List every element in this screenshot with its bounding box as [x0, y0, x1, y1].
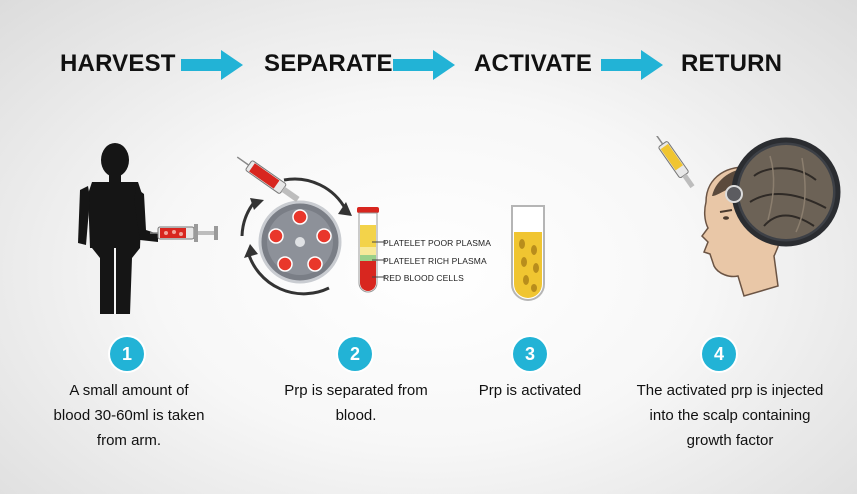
- step-caption: The activated prp is injected into the s…: [636, 382, 824, 449]
- arrow-right-icon: [393, 50, 455, 80]
- arrow-right-icon: [601, 50, 663, 80]
- tube-layer-label: RED BLOOD CELLS: [383, 273, 464, 283]
- syringe-icon: [150, 224, 218, 242]
- step-title-separate: SEPARATE: [264, 50, 393, 77]
- step-number-badge: 1: [110, 337, 144, 371]
- step-number-badge: 4: [702, 337, 736, 371]
- person-silhouette-icon: [78, 143, 158, 314]
- step-title-return: RETURN: [681, 50, 783, 77]
- step-caption: A small amount of blood 30-60ml is taken…: [53, 382, 205, 449]
- centrifuge-icon: [236, 156, 352, 296]
- step-number-badge: 2: [338, 337, 372, 371]
- step-caption: Prp is separated from blood.: [284, 382, 428, 424]
- arrow-right-icon: [181, 50, 243, 80]
- step-title-harvest: HARVEST: [60, 50, 176, 77]
- head-profile-icon: [655, 136, 841, 297]
- tube-layer-label: PLATELET RICH PLASMA: [383, 256, 487, 266]
- test-tube-icon: [511, 205, 545, 301]
- step-title-activate: ACTIVATE: [474, 50, 593, 77]
- tube-layer-label: PLATELET POOR PLASMA: [383, 238, 491, 248]
- tube-layer-pointers: [372, 241, 386, 278]
- step-caption: Prp is activated: [478, 382, 582, 399]
- step-number-badge: 3: [513, 337, 547, 371]
